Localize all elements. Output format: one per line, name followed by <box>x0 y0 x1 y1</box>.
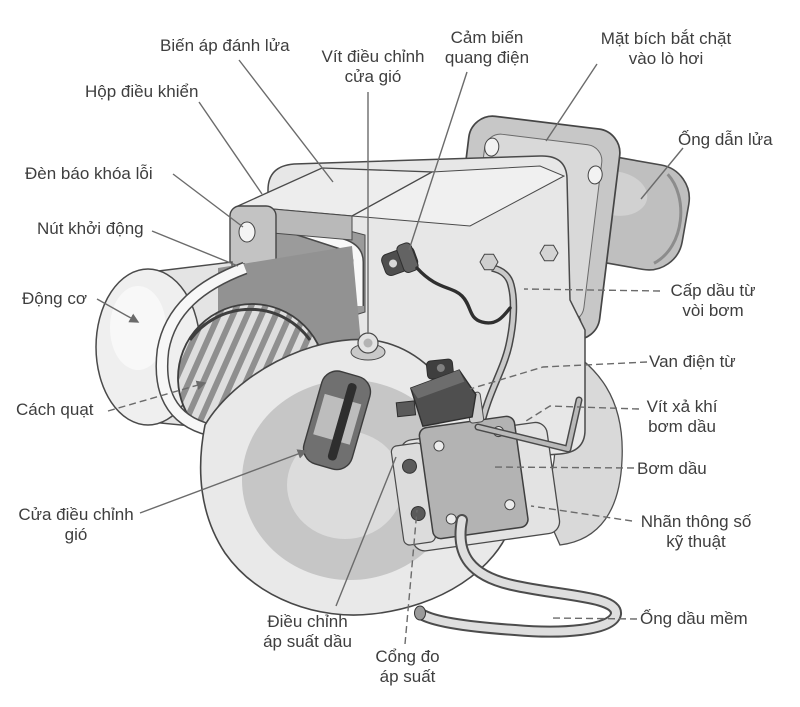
leader-bleed-screw <box>525 405 640 422</box>
leader-lockout-indicator <box>172 173 244 228</box>
leader-motor <box>96 298 140 323</box>
pressure-port-bolt <box>410 506 426 522</box>
rim-band <box>260 213 363 306</box>
label-pump-air-bleed-screw: Vít xả khí bơm dầu <box>646 397 718 436</box>
solenoid-valve-shape <box>395 358 477 427</box>
bleed-rod <box>476 398 581 451</box>
flexible-hose-shape <box>414 514 622 638</box>
leader-ignition-transformer <box>238 59 334 183</box>
air-door-shape <box>302 370 372 471</box>
leader-flexible-hose <box>550 617 638 620</box>
pump-front-plate <box>418 415 529 540</box>
label-flexible-oil-hose: Ống dầu mềm <box>640 609 748 628</box>
label-lockout-indicator-light: Đèn báo khóa lỗi <box>25 164 153 183</box>
leader-solenoid-valve <box>469 361 648 390</box>
label-oil-supply-from-pump-nozzle: Cấp dầu từ vòi bơm <box>670 281 756 320</box>
label-air-damper-adjust-screw: Vít điều chỉnh cửa gió <box>321 47 425 86</box>
label-start-button: Nút khởi động <box>37 219 144 238</box>
leader-fan-wheel <box>107 380 207 412</box>
label-boiler-mounting-flange: Mặt bích bắt chặt vào lò hơi <box>600 29 732 68</box>
leader-flange <box>545 63 598 142</box>
flange-hex-nut <box>539 244 559 262</box>
leader-oil-supply <box>523 288 661 292</box>
label-flame-tube: Ống dẫn lửa <box>678 130 773 149</box>
label-photoelectric-sensor: Cảm biến quang điện <box>444 28 530 67</box>
leader-photo-sensor <box>408 71 468 251</box>
label-pressure-gauge-port: Cổng đo áp suất <box>375 647 440 686</box>
pump-assembly <box>390 391 561 552</box>
leader-spec-label <box>530 505 633 522</box>
air-adjust-screw-shape <box>350 332 386 361</box>
flange-bolt-hole <box>484 137 500 157</box>
hose-open-end <box>414 605 426 621</box>
pipe-hex-fitting <box>479 253 499 271</box>
leader-pressure-port <box>404 509 418 645</box>
label-control-box: Hộp điều khiển <box>85 82 199 101</box>
label-solenoid-valve: Van điện từ <box>649 352 736 371</box>
leader-oil-pump <box>491 466 635 469</box>
label-spec-label: Nhãn thông số kỹ thuật <box>640 512 752 551</box>
oil-delivery-pipe <box>476 244 559 431</box>
flange-bolt-hole <box>587 165 603 185</box>
label-oil-pressure-adjustment: Điều chỉnh áp suất dầu <box>263 612 352 651</box>
leader-flame-tube <box>640 147 684 200</box>
pressure-adjust-bolt <box>402 458 418 474</box>
label-ignition-transformer: Biến áp đánh lửa <box>160 36 290 55</box>
cutaway-band <box>157 263 306 441</box>
leader-lines <box>96 59 684 645</box>
photo-sensor-shape <box>381 242 419 277</box>
leader-pressure-adjust <box>335 456 397 607</box>
label-motor: Động cơ <box>22 289 88 308</box>
sensor-cable <box>415 266 512 325</box>
leader-start-button <box>151 230 239 267</box>
leader-air-door <box>139 449 308 514</box>
leader-control-box <box>198 101 263 195</box>
label-fan-wheel: Cách quạt <box>16 400 94 419</box>
label-oil-pump: Bơm dầu <box>637 459 707 478</box>
label-air-adjustment-door: Cửa điều chỉnh gió <box>18 505 134 544</box>
